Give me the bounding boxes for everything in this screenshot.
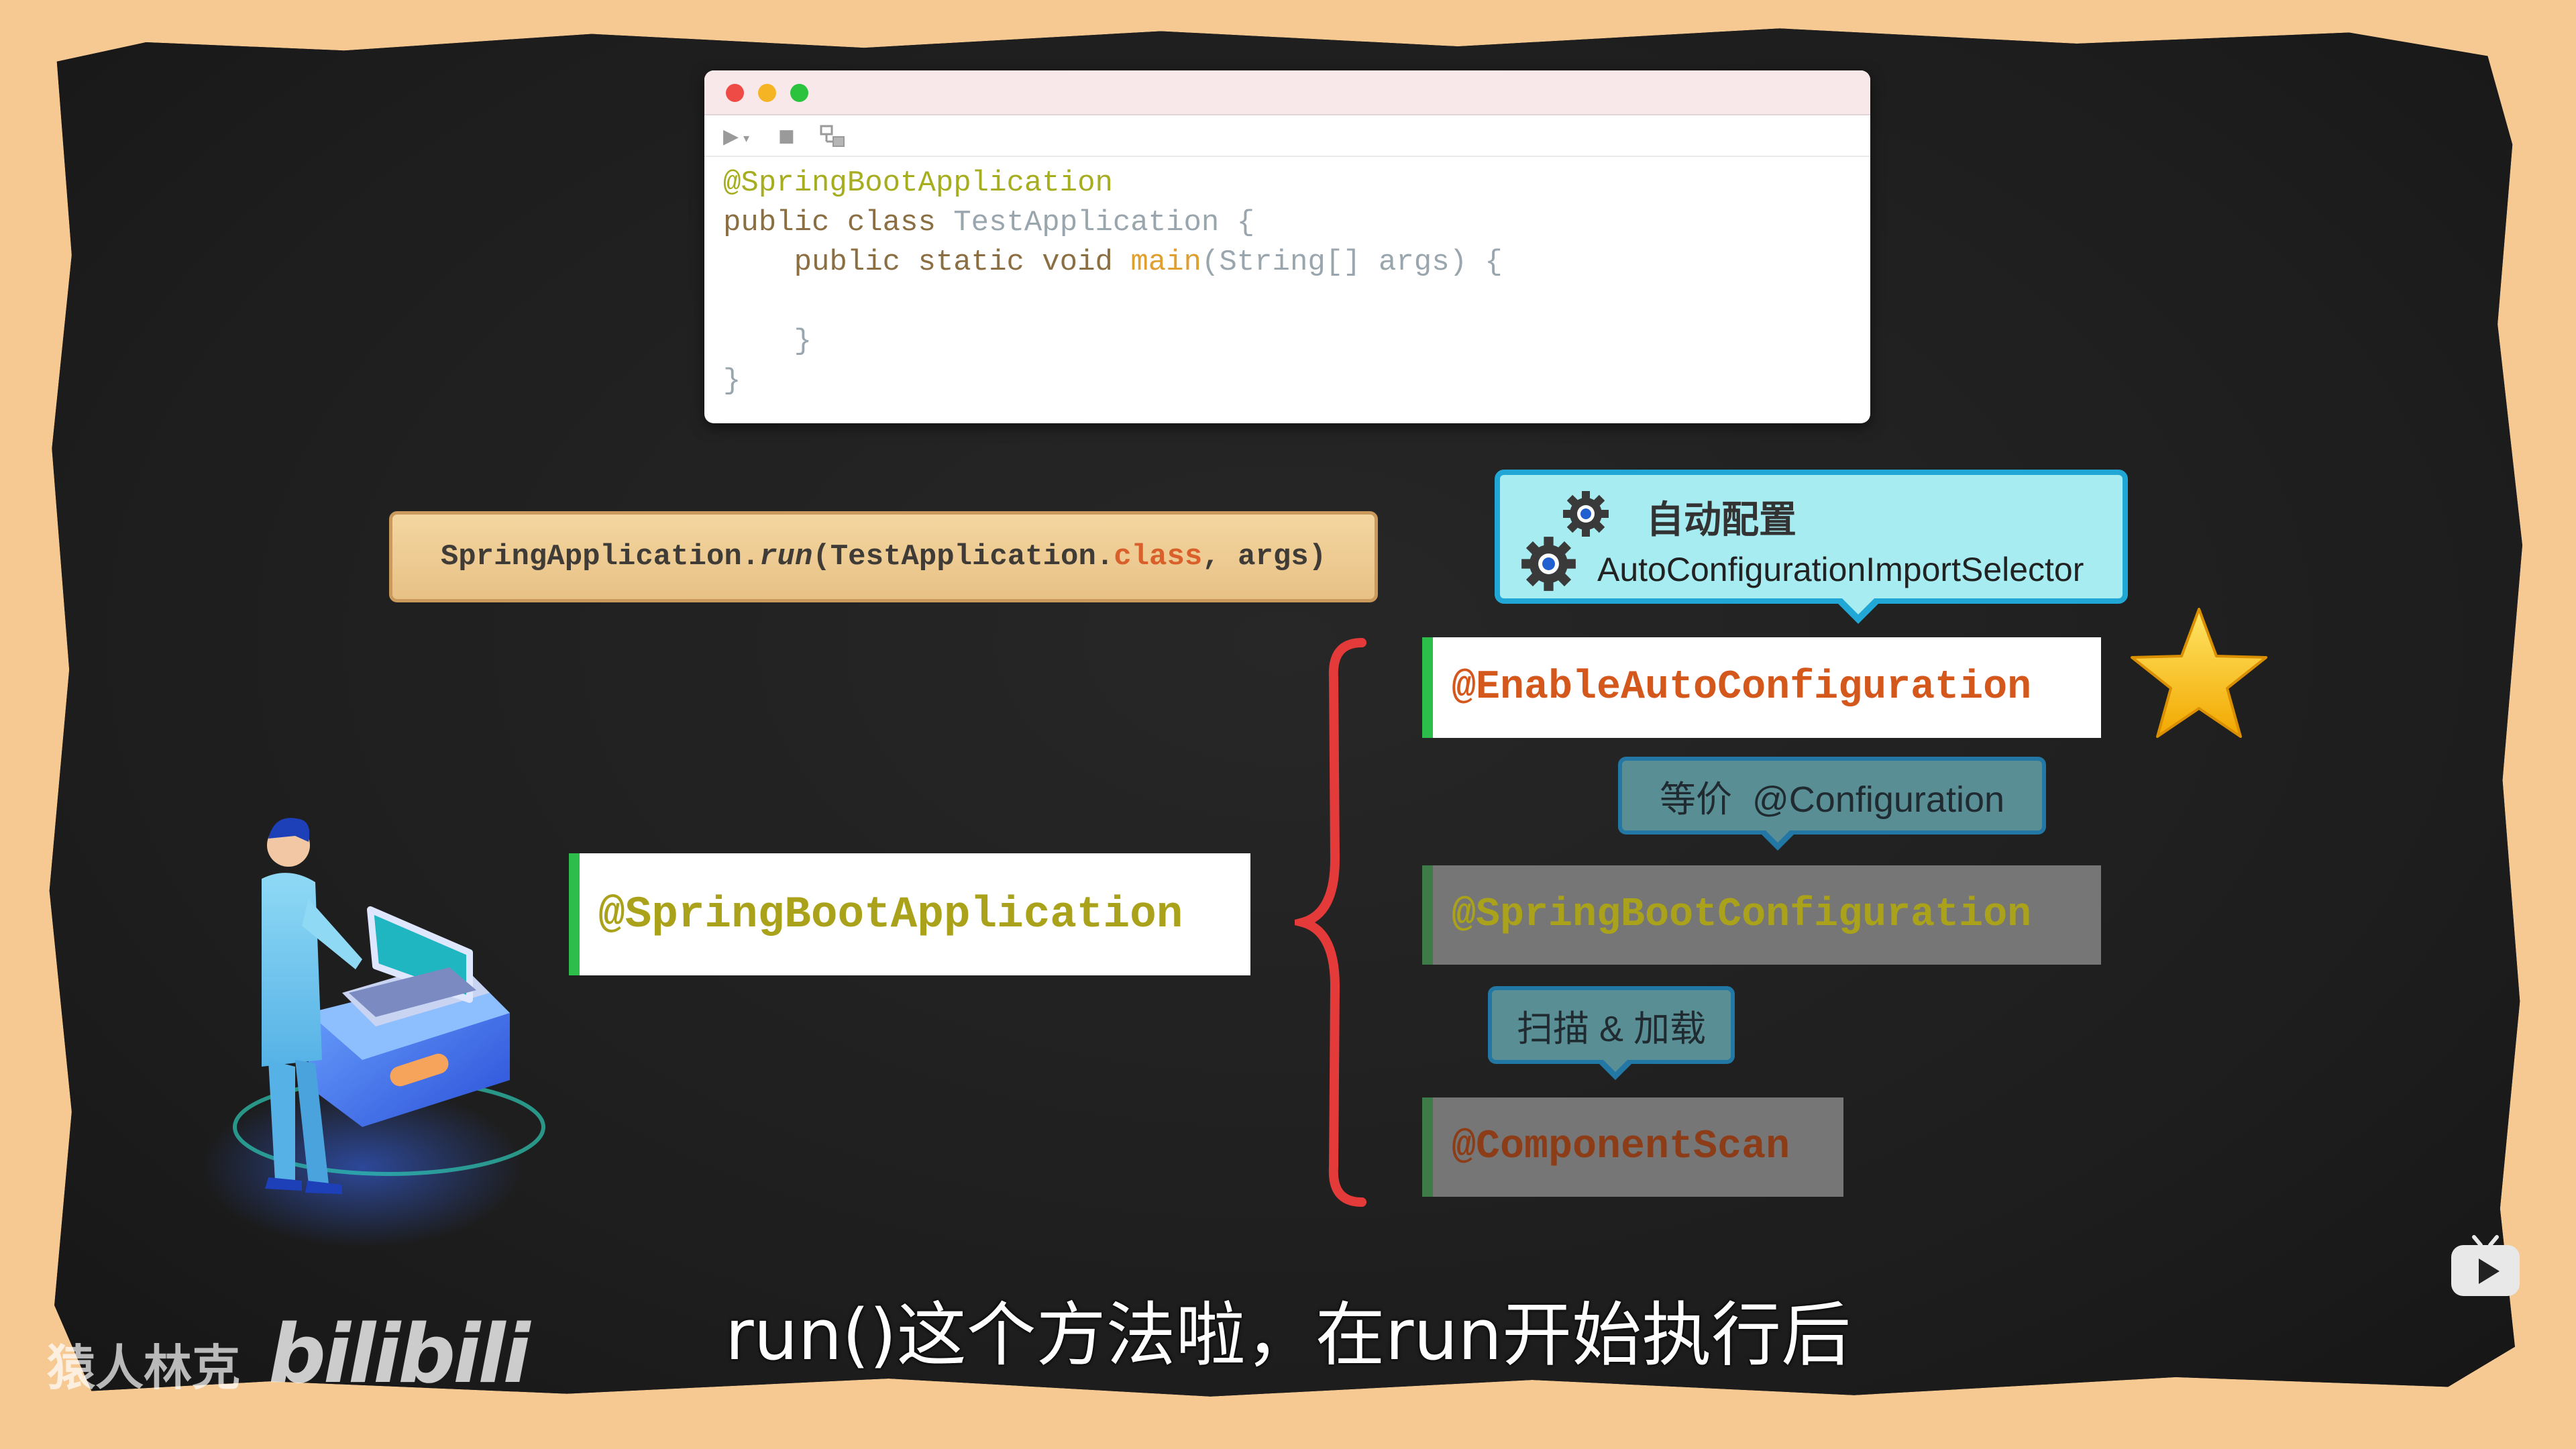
gear-icon — [1521, 537, 1576, 591]
bubble-tail — [1841, 597, 1876, 614]
code-brace: { — [1219, 206, 1255, 239]
code-line-annotation: @SpringBootApplication — [723, 166, 1113, 200]
bubble-tail — [1603, 1060, 1627, 1072]
run-class-keyword: class — [1114, 540, 1203, 574]
code-content[interactable]: @SpringBootApplication public class Test… — [704, 157, 1870, 401]
editor-toolbar: ▶ ▾ ■ — [704, 115, 1870, 157]
auto-config-bubble: 自动配置 AutoConfigurationImportSelector — [1495, 470, 2128, 624]
code-close-brace: } — [723, 364, 741, 398]
equivalent-label: 等价 @Configuration — [1659, 779, 2005, 820]
auto-config-title: 自动配置 — [1646, 498, 1796, 542]
component-scan-annotation: @ComponentScan — [1422, 1097, 1843, 1197]
spring-boot-application-annotation: @SpringBootApplication — [569, 853, 1250, 975]
run-prefix: SpringApplication. — [440, 540, 760, 574]
bilibili-logo: bilibili — [268, 1308, 531, 1401]
curly-brace — [1295, 638, 1366, 1207]
bubble-tail — [1766, 830, 1790, 843]
window-titlebar — [704, 70, 1870, 115]
author-watermark: 猿人林克 — [47, 1340, 241, 1396]
close-window-button[interactable] — [726, 84, 744, 102]
developer-illustration — [201, 818, 545, 1248]
video-subtitle: run()这个方法啦，在run开始执行后 — [724, 1294, 1851, 1376]
minimize-window-button[interactable] — [758, 84, 776, 102]
run-call-label: SpringApplication.run(TestApplication.cl… — [389, 511, 1378, 602]
run-method: run — [759, 540, 813, 574]
maximize-window-button[interactable] — [790, 84, 808, 102]
enable-auto-configuration-annotation: @EnableAutoConfiguration — [1422, 637, 2101, 738]
code-close-brace: } — [723, 325, 812, 358]
stop-icon[interactable]: ■ — [778, 126, 795, 146]
run-icon[interactable]: ▶ — [723, 125, 739, 148]
run-args-end: , args) — [1202, 540, 1327, 574]
scan-load-label: 扫描 & 加载 — [1516, 1008, 1707, 1049]
star-icon — [2131, 608, 2267, 738]
run-dropdown-icon[interactable]: ▾ — [743, 131, 750, 146]
equivalent-configuration-bubble: 等价 @Configuration — [1618, 757, 2046, 851]
code-args: (String[] args) { — [1201, 246, 1503, 279]
scan-load-bubble: 扫描 & 加载 — [1488, 986, 1735, 1080]
tv-play-icon[interactable] — [2449, 1228, 2522, 1301]
run-args-start: (TestApplication. — [812, 540, 1114, 574]
auto-config-selector: AutoConfigurationImportSelector — [1597, 551, 2084, 588]
structure-icon[interactable] — [820, 123, 847, 156]
code-keyword: public class — [723, 206, 954, 239]
gear-icon — [1563, 491, 1609, 537]
spring-boot-configuration-annotation: @SpringBootConfiguration — [1422, 865, 2101, 965]
code-editor-window: ▶ ▾ ■ @SpringBootApplication public clas… — [704, 70, 1870, 423]
code-keyword: public static void — [723, 246, 1131, 279]
code-method-name: main — [1130, 246, 1201, 279]
code-class-name: TestApplication — [953, 206, 1220, 239]
